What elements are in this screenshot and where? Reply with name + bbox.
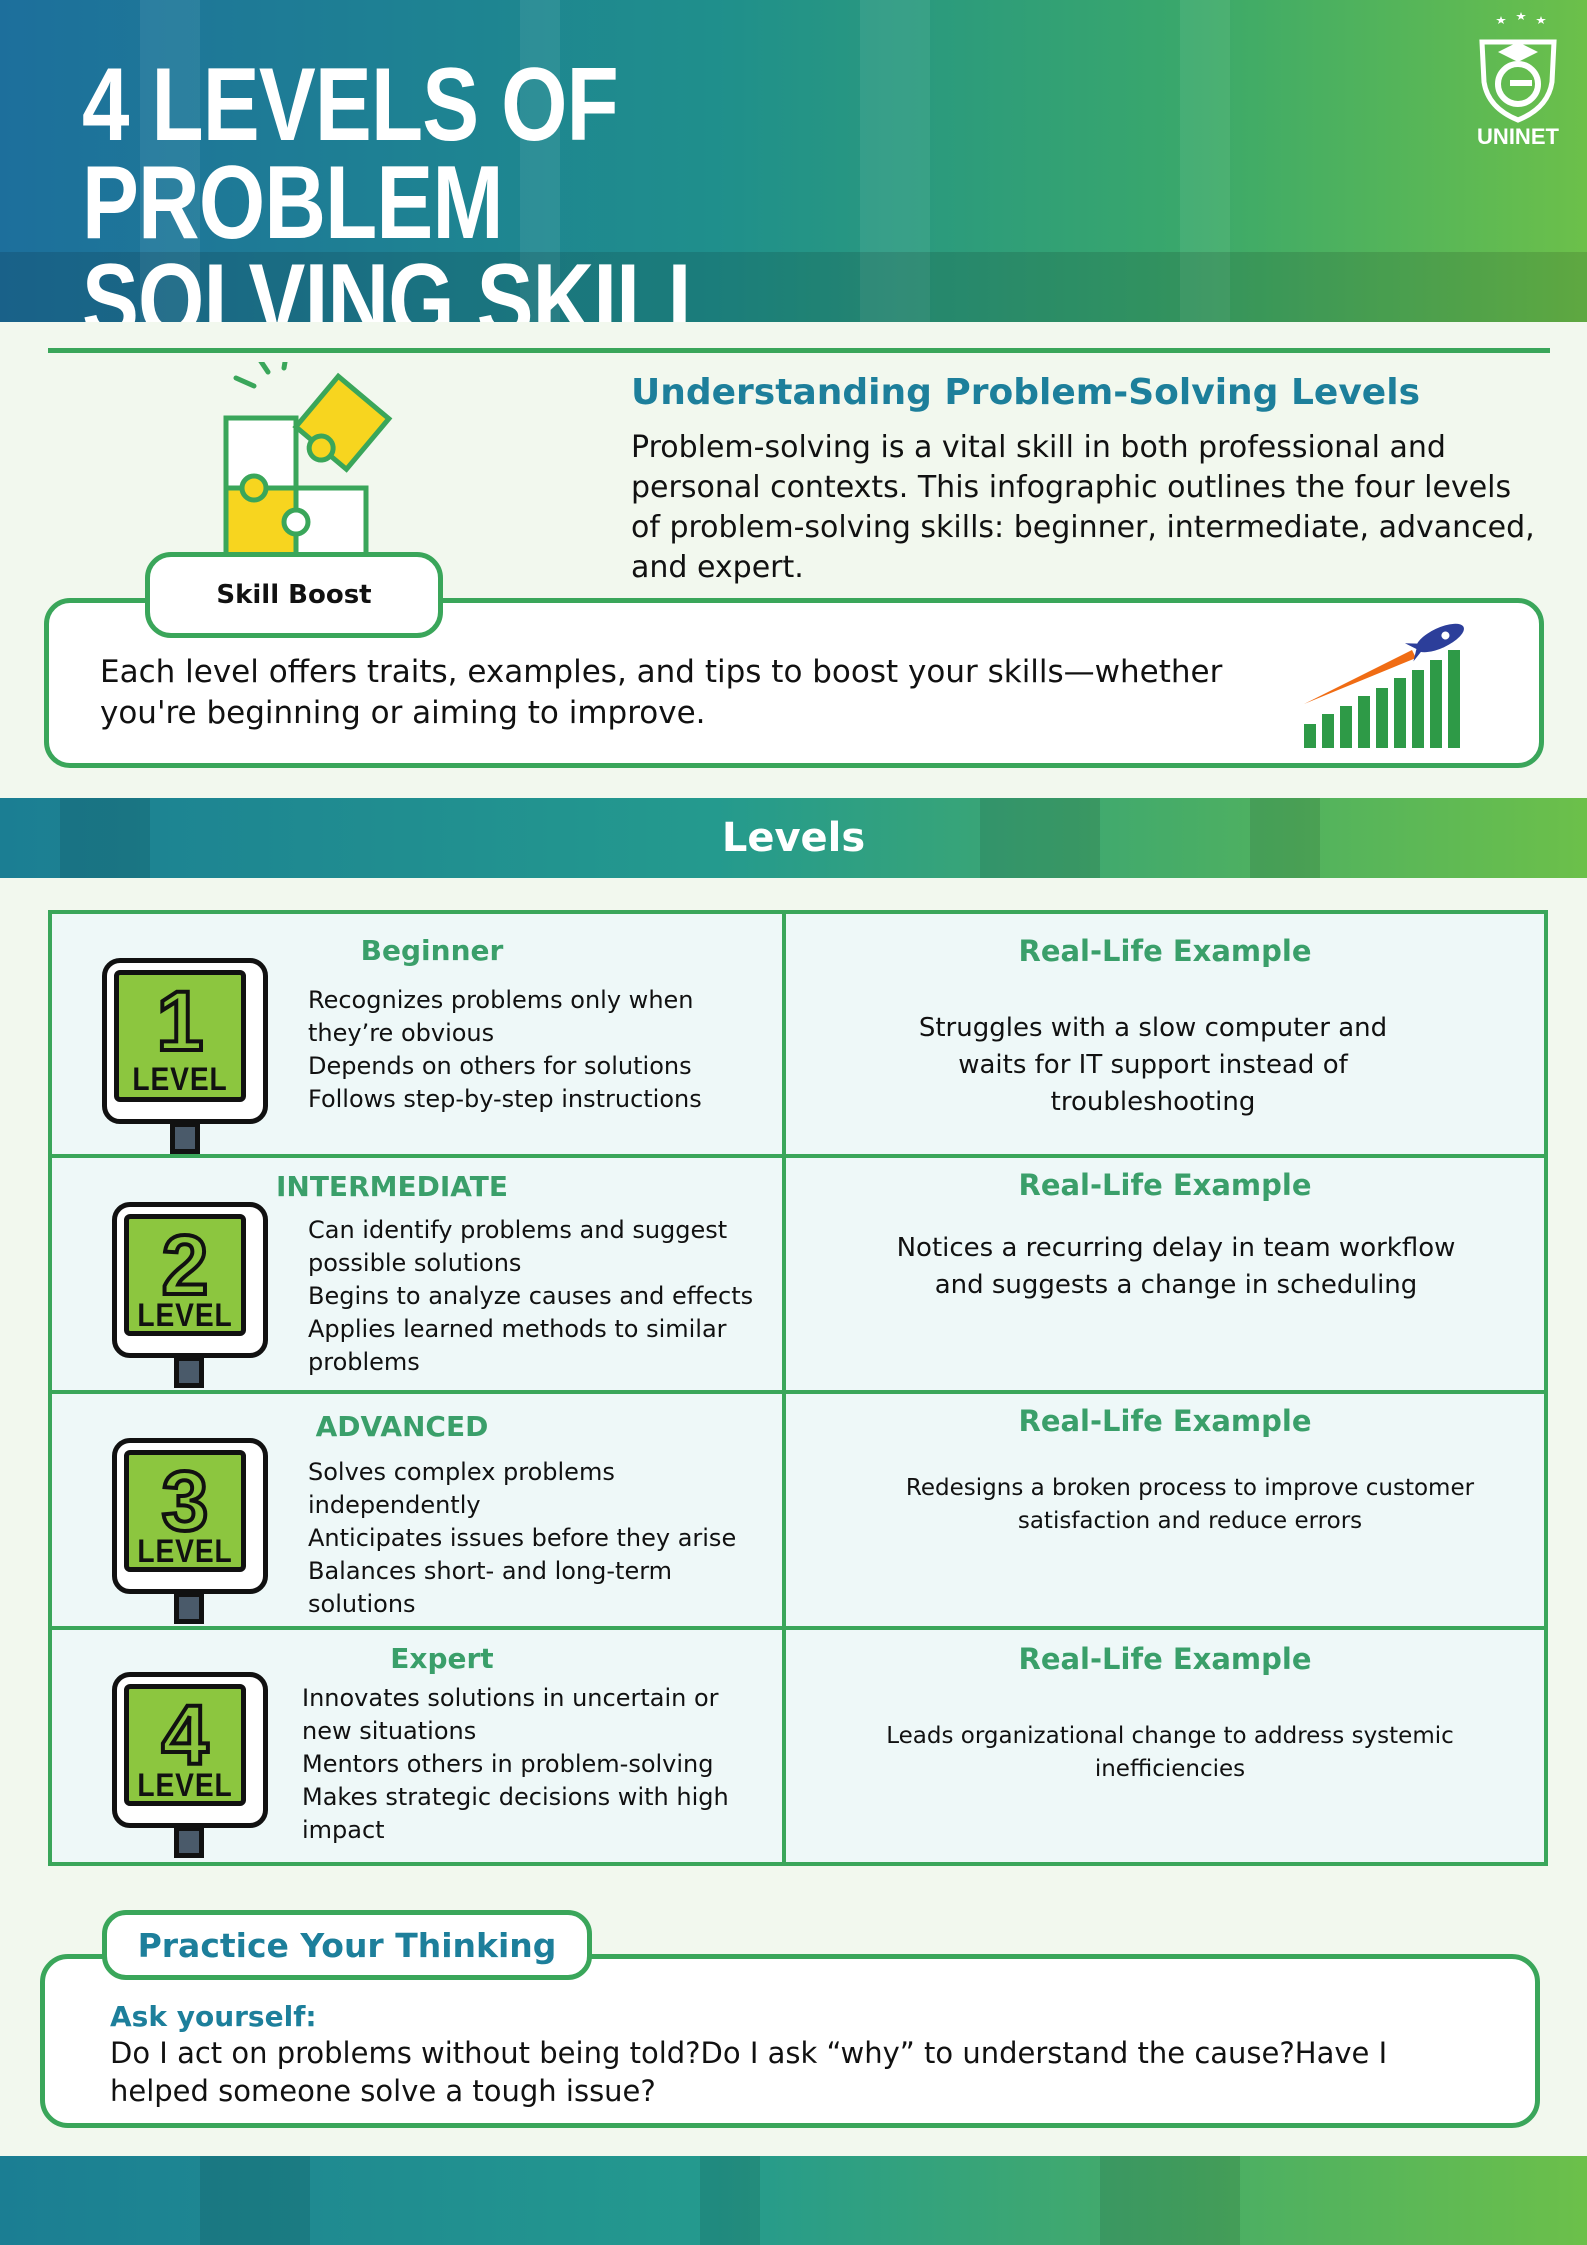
example-heading: Real-Life Example [1018,1642,1312,1676]
table-row: 3 LEVEL ADVANCED Solves complex problems… [52,1394,1544,1630]
trait-list: Innovates solutions in uncertain or new … [302,1682,772,1847]
trait-item: Mentors others in problem-solving [302,1750,714,1778]
level-name: ADVANCED [315,1410,489,1443]
example-text: Redesigns a broken process to improve cu… [905,1475,1475,1534]
trait-list: Recognizes problems only when they’re ob… [308,984,768,1116]
example-heading: Real-Life Example [1018,934,1312,968]
trait-item: Solves complex problems independently [308,1458,615,1519]
uninet-logo: UNINET [1468,12,1568,162]
practice-tab: Practice Your Thinking [102,1910,592,1980]
practice-box [40,1954,1540,2128]
trait-item: Innovates solutions in uncertain or new … [302,1684,719,1745]
example-text: Struggles with a slow computer and waits… [918,1013,1388,1117]
trait-item: Makes strategic decisions with high impa… [302,1783,729,1844]
puzzle-icon [223,362,393,559]
level-name: INTERMEDIATE [275,1170,508,1203]
level-name: Expert [390,1642,494,1675]
trait-item: Balances short- and long-term solutions [308,1557,673,1618]
trait-item: Depends on others for solutions [308,1052,692,1080]
table-row: 4 LEVEL Expert Innovates solutions in un… [52,1630,1544,1862]
trait-item: Recognizes problems only when they’re ob… [308,986,694,1047]
table-row: 1 LEVEL Beginner Recognizes problems onl… [52,914,1544,1158]
header-banner: 4 LEVELS OF PROBLEM SOLVING SKILL UNINET [0,0,1587,322]
ask-label: Ask yourself: [110,2000,317,2033]
skill-boost-text: Each level offers traits, examples, and … [100,654,1223,731]
skill-boost-tab: Skill Boost [145,552,443,638]
level-sign-label: LEVEL [137,1533,233,1569]
page-title: 4 LEVELS OF PROBLEM SOLVING SKILL [82,47,720,322]
trait-item: Begins to analyze causes and effects [308,1282,754,1310]
trait-item: Follows step-by-step instructions [308,1085,702,1113]
example-heading: Real-Life Example [1018,1168,1312,1202]
shield-logo-icon [1479,12,1557,123]
table-row: 2 LEVEL INTERMEDIATE Can identify proble… [52,1158,1544,1394]
levels-table: 1 LEVEL Beginner Recognizes problems onl… [48,910,1548,1866]
example-heading: Real-Life Example [1018,1404,1312,1438]
intro-title: Understanding Problem-Solving Levels [631,372,1420,413]
trait-item: Can identify problems and suggest possib… [308,1216,728,1277]
trait-item: Anticipates issues before they arise [308,1524,737,1552]
levels-band: Levels [0,798,1587,878]
trait-list: Solves complex problems independently An… [308,1456,783,1621]
level-name: Beginner [360,934,504,967]
example-text: Notices a recurring delay in team workfl… [896,1233,1456,1300]
level-sign-label: LEVEL [132,1061,228,1097]
ask-questions: Do I act on problems without being told?… [110,2036,1388,2108]
example-text: Leads organizational change to address s… [886,1723,1454,1782]
logo-text: UNINET [1477,124,1559,149]
level-number: 3 [160,1454,211,1548]
level-number: 2 [160,1218,211,1312]
trait-list: Can identify problems and suggest possib… [308,1214,778,1379]
footer-banner [0,2156,1587,2245]
level-sign-label: LEVEL [137,1767,233,1803]
intro-text: Problem-solving is a vital skill in both… [631,430,1535,585]
level-number: 4 [160,1688,211,1782]
levels-heading: Levels [721,815,866,861]
divider-line [48,348,1550,353]
trait-item: Applies learned methods to similar probl… [308,1315,727,1376]
level-sign-label: LEVEL [137,1297,233,1333]
level-number: 1 [155,974,206,1068]
growth-chart-rocket-icon [1304,623,1464,748]
